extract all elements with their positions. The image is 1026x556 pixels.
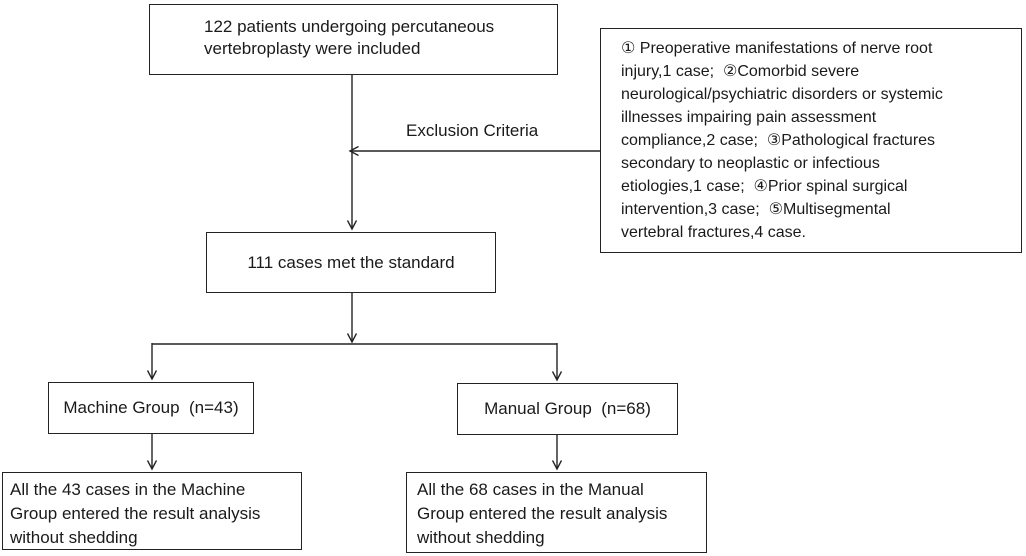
box-exclusion-criteria-list: ① Preoperative manifestations of nerve r…	[600, 28, 1022, 253]
box-machine-group: Machine Group (n=43)	[48, 382, 254, 434]
box-manual-group-result: All the 68 cases in the Manual Group ent…	[406, 472, 707, 553]
box-machine-group-result: All the 43 cases in the Machine Group en…	[2, 472, 302, 550]
exclusion-criteria-label: Exclusion Criteria	[406, 121, 539, 140]
box-manual-group: Manual Group (n=68)	[457, 383, 678, 435]
box-met-standard: 111 cases met the standard	[206, 232, 496, 293]
box-included-patients: 122 patients undergoing percutaneous ver…	[149, 4, 558, 75]
